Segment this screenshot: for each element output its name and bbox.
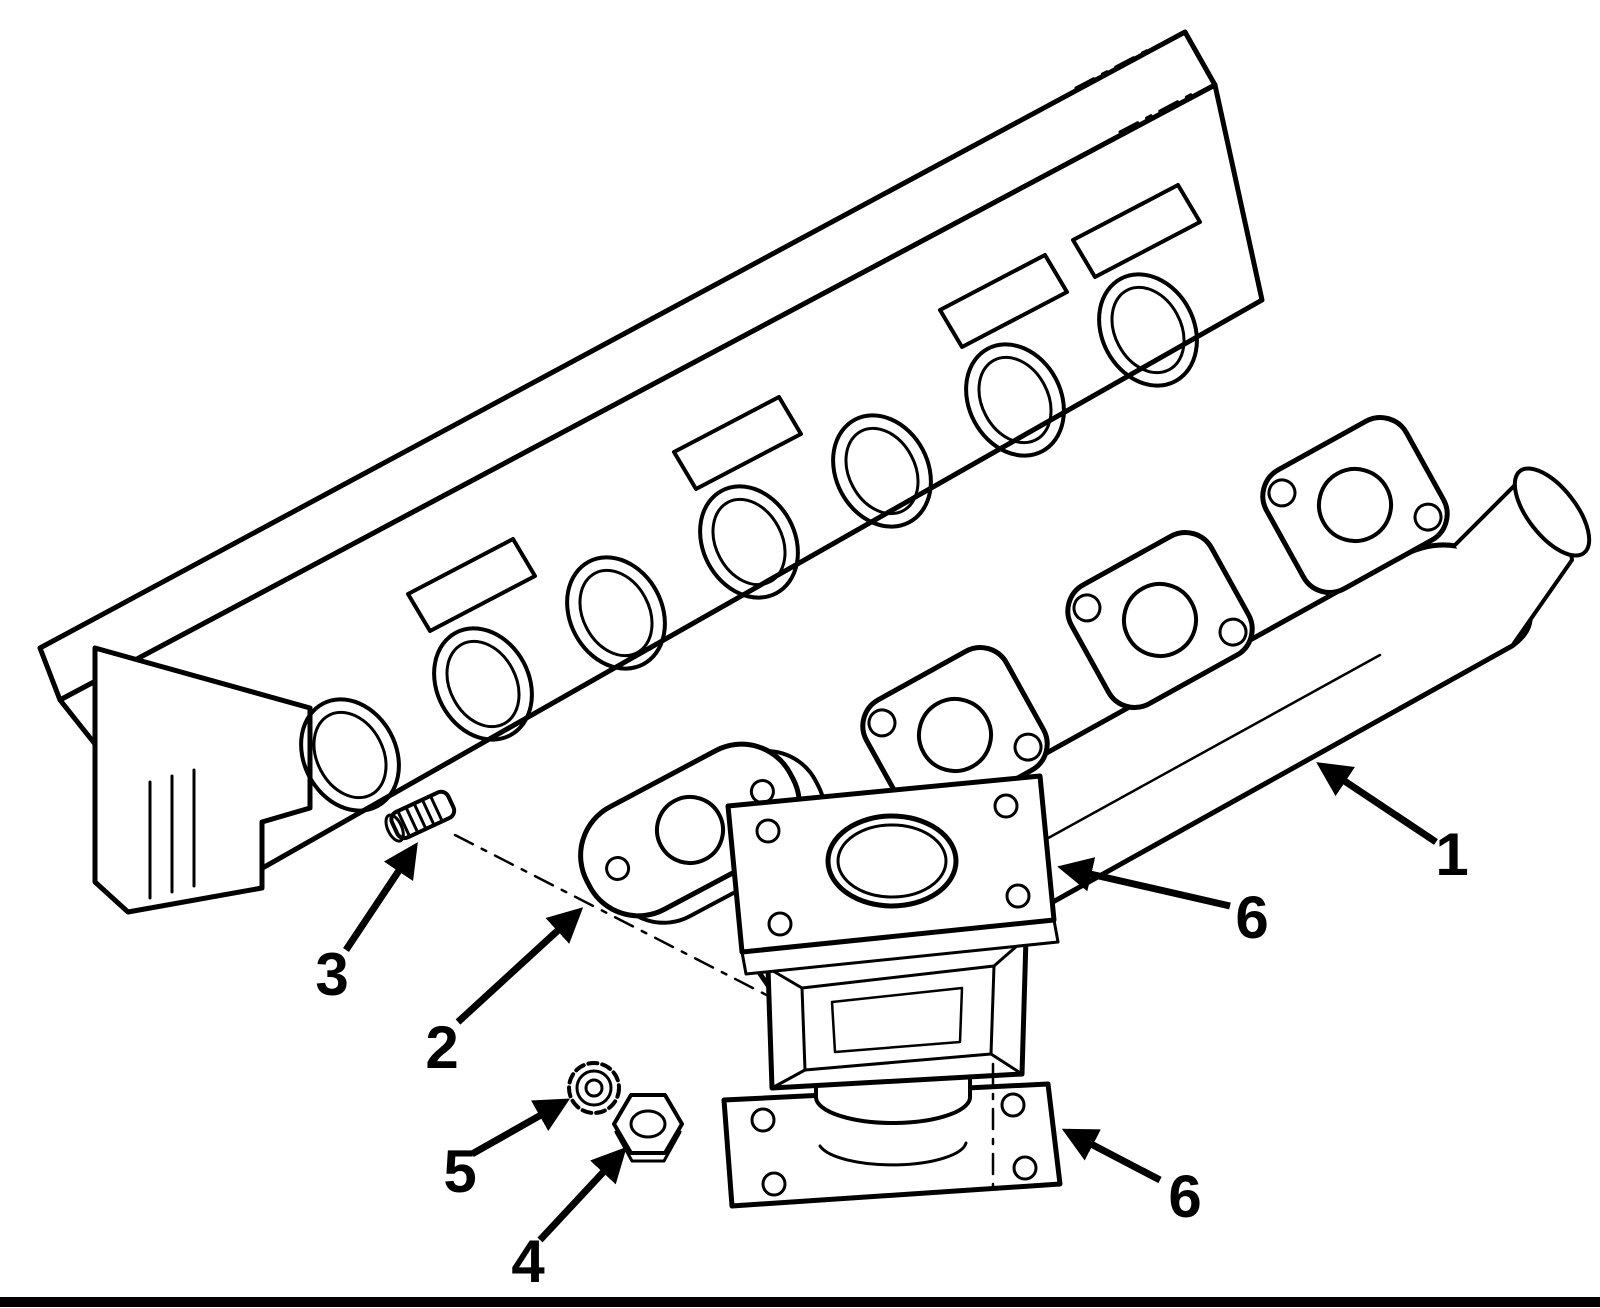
callout-3-label: 3 [315, 941, 348, 1008]
callout-4: 4 [511, 1146, 627, 1295]
callout-1-label: 1 [1435, 821, 1468, 888]
flange-gasket [578, 741, 827, 925]
hex-nut [612, 1093, 684, 1163]
callout-6-lower-arrow [1061, 1128, 1162, 1184]
mounting-stud [384, 789, 457, 843]
callout-4-arrow [537, 1146, 627, 1243]
lock-washer [567, 1061, 621, 1115]
callout-5-label: 5 [443, 1138, 476, 1205]
callout-2-arrow [455, 907, 584, 1025]
callout-5: 5 [443, 1098, 571, 1205]
callout-1: 1 [1316, 762, 1469, 888]
gasket-front-plate [578, 741, 802, 919]
callout-5-arrow [470, 1098, 571, 1158]
manifold-port-flange [1065, 530, 1255, 710]
callout-2: 2 [425, 907, 584, 1081]
callout-6-upper-label: 6 [1235, 884, 1268, 951]
figure-bottom-rule [0, 1297, 1600, 1307]
callout-6-upper: 6 [1057, 857, 1269, 951]
head-phantom-edge [1118, 90, 1198, 134]
callouts: 1 2 3 4 5 6 6 [315, 762, 1469, 1295]
exhaust-ports [299, 272, 1199, 813]
callout-2-label: 2 [425, 1014, 458, 1081]
callout-6-lower: 6 [1061, 1128, 1202, 1230]
adapter-top-flange [725, 773, 1060, 976]
callout-6-upper-arrow [1057, 857, 1231, 910]
callout-3-arrow [343, 842, 418, 952]
adapter-body [765, 935, 1029, 1091]
head-phantom-edge [1074, 48, 1150, 90]
callout-6-lower-label: 6 [1168, 1163, 1201, 1230]
manifold-outlet-opening [1512, 466, 1592, 558]
callout-4-label: 4 [511, 1228, 545, 1295]
gasket-lock-tabs [406, 183, 1202, 633]
callout-1-arrow [1316, 762, 1438, 845]
outlet-adapter [721, 773, 1063, 1209]
callout-3: 3 [315, 842, 418, 1008]
cylinder-head [37, 29, 1265, 915]
manifold-port-flange [1260, 415, 1450, 595]
